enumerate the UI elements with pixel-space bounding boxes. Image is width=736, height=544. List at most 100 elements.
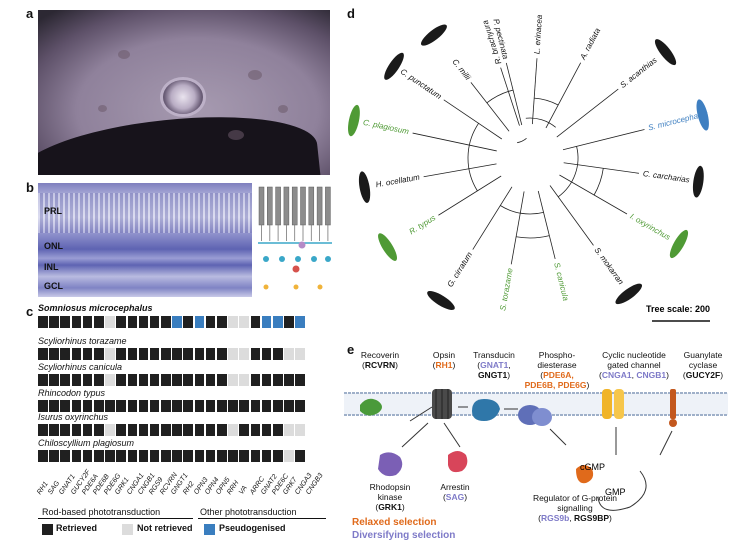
- gene-cell: [49, 400, 59, 412]
- taxon-label: S. torazame: [498, 267, 514, 312]
- gene-cell: [149, 450, 160, 462]
- gene-cell: [295, 450, 305, 462]
- gene-cell: [217, 424, 227, 436]
- gene-cell: [183, 450, 194, 462]
- gene-cell: [205, 316, 216, 328]
- panel-label-c: c: [26, 304, 34, 319]
- taxon-label: A. radiata: [578, 26, 603, 62]
- gene-cell: [93, 424, 104, 436]
- species-silhouette: [378, 233, 398, 261]
- gene-cell: [250, 374, 261, 386]
- taxon-label: S. canicula: [552, 262, 570, 303]
- gene-cell: [183, 424, 194, 436]
- panel-label-b: b: [26, 180, 34, 195]
- taxon-label: C. carcharias: [642, 169, 690, 184]
- pathway-diagram: cGMP GMP: [344, 389, 728, 511]
- gene-cell: [194, 450, 205, 462]
- taxon-label: H. ocellatum: [375, 173, 421, 190]
- gene-cell: [295, 424, 305, 436]
- species-silhouette: [615, 283, 643, 305]
- gene-cell: [49, 348, 59, 360]
- gene-cell: [284, 316, 294, 328]
- species-row: [38, 424, 307, 436]
- category-other-bracket: [198, 518, 326, 519]
- gene-cell: [116, 424, 126, 436]
- gene-cell: [127, 316, 138, 328]
- gene-cell: [261, 450, 272, 462]
- category-rod-bracket: [38, 518, 193, 519]
- gene-cell: [261, 374, 272, 386]
- pde-label: Phospho-diesterase(PDE6A, PDE6B, PDE6G): [524, 350, 590, 390]
- transducin-label: Transducin(GNAT1,GNGT1): [473, 350, 515, 380]
- gene-cell: [93, 450, 104, 462]
- transducin-protein: [472, 399, 500, 421]
- legend-retrieved: Retrieved: [56, 523, 98, 533]
- gene-cell: [272, 424, 283, 436]
- pathway-arrows: [401, 406, 673, 511]
- recoverin-protein: [360, 398, 382, 416]
- gene-cell: [194, 374, 205, 386]
- gene-cell: [172, 450, 182, 462]
- taxon-label: S. mokarran: [593, 246, 626, 287]
- pde-protein: [518, 405, 552, 426]
- species-row: [38, 374, 307, 386]
- taxon-label: C. plagiosum: [362, 118, 410, 137]
- cgmp-label: cGMP: [580, 462, 605, 472]
- shark-eye: [163, 80, 203, 114]
- species-title: Scyliorhinus canicula: [38, 362, 123, 372]
- gene-cell: [295, 374, 305, 386]
- gene-cell: [38, 450, 48, 462]
- recoverin-label: Recoverin(RCVRN): [360, 350, 400, 370]
- layer-label-gcl: GCL: [44, 281, 63, 291]
- gene-cell: [38, 374, 48, 386]
- gene-cell: [272, 450, 283, 462]
- tree-scale-label: Tree scale: 200: [646, 304, 710, 314]
- gene-cell: [138, 400, 149, 412]
- gene-cell: [49, 316, 59, 328]
- gene-cell: [60, 348, 70, 360]
- species-silhouette: [384, 52, 404, 80]
- gene-cell: [205, 374, 216, 386]
- gene-cell: [127, 450, 138, 462]
- gene-cell: [71, 450, 82, 462]
- gene-cell: [116, 374, 126, 386]
- retina-cell-schematic: [258, 186, 332, 290]
- gene-cell: [217, 316, 227, 328]
- gene-cell: [38, 348, 48, 360]
- gene-cell: [239, 374, 249, 386]
- species-silhouette: [696, 99, 709, 131]
- species-row: [38, 316, 307, 328]
- gene-cell: [138, 374, 149, 386]
- gene-cell: [205, 424, 216, 436]
- gene-cell: [217, 400, 227, 412]
- species-silhouette: [669, 229, 689, 259]
- gene-cell: [239, 400, 249, 412]
- gene-cell: [228, 348, 238, 360]
- panel-label-a: a: [26, 6, 34, 21]
- gene-cell: [183, 400, 194, 412]
- gene-cell: [172, 400, 182, 412]
- retina-histology: PRL ONL INL GCL: [38, 183, 252, 297]
- gene-cell: [105, 424, 115, 436]
- opsin-protein: [432, 389, 452, 419]
- gene-cell: [138, 348, 149, 360]
- species-silhouette: [420, 24, 447, 46]
- taxon-label: C. punctatum: [399, 67, 444, 101]
- gene-cell: [60, 316, 70, 328]
- gene-cell: [172, 424, 182, 436]
- gene-cell: [228, 374, 238, 386]
- category-rod: Rod-based phototransduction: [42, 507, 161, 517]
- gene-cell: [250, 316, 261, 328]
- gene-cell: [71, 400, 82, 412]
- gene-cell: [93, 400, 104, 412]
- gene-cell: [116, 348, 126, 360]
- gene-cell: [161, 400, 171, 412]
- gene-cell: [161, 450, 171, 462]
- species-title: Isurus oxyrinchus: [38, 412, 109, 422]
- gene-cell: [149, 400, 160, 412]
- gene-cell: [93, 348, 104, 360]
- gene-cell: [49, 450, 59, 462]
- gene-cell: [82, 400, 93, 412]
- gene-cell: [38, 316, 48, 328]
- species-silhouette: [427, 290, 455, 310]
